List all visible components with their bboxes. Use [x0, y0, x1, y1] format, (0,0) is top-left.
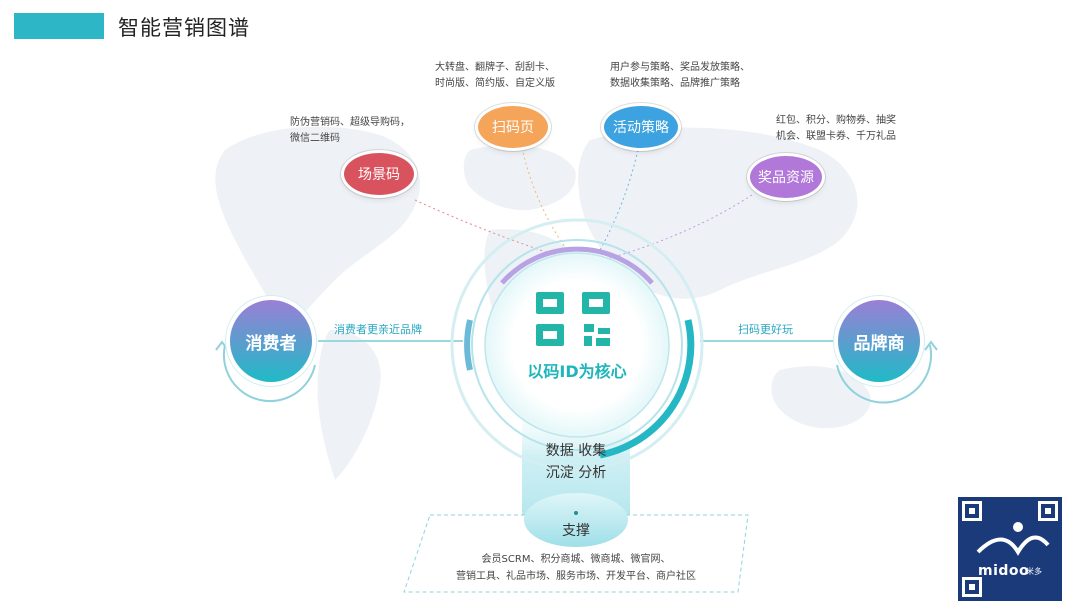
core-mid-ring — [471, 239, 683, 451]
pillar-line-1: 数据 收集 — [545, 443, 607, 459]
brand-arrow — [924, 340, 938, 351]
logo-text: midoo — [978, 563, 1030, 579]
core-left-arc — [464, 319, 473, 371]
node-scene-code: 场景码 — [344, 153, 414, 195]
support-dot — [574, 511, 578, 515]
map-europe — [463, 145, 576, 211]
support-platform — [403, 514, 749, 593]
logo-finder-top-left — [962, 501, 982, 521]
node-prize-resources-label: 奖品资源 — [758, 170, 814, 186]
node-scan-page: 扫码页 — [478, 106, 548, 148]
edge-label-consumer: 消费者更亲近品牌 — [334, 323, 422, 336]
logo-finder-bottom-left — [962, 577, 982, 597]
support-desc: 会员SCRM、积分商城、微商城、微官网、 营销工具、礼品市场、服务市场、开发平台… — [456, 554, 696, 582]
page-title: 智能营销图谱 — [118, 16, 250, 40]
node-campaign-strategy-label: 活动策略 — [613, 120, 669, 136]
core-label: 以码ID为核心 — [527, 362, 627, 381]
node-scan-page-label: 扫码页 — [492, 120, 534, 136]
map-south-america — [317, 330, 381, 480]
scene-code-desc: 防伪营销码、超级导购码， 微信二维码 — [290, 117, 410, 144]
scan-page-desc: 大转盘、翻牌子、刮刮卡、 时尚版、简约版、自定义版 — [435, 62, 555, 89]
consumer-arrow — [215, 340, 229, 351]
logo-swoosh-icon — [976, 522, 1050, 556]
map-australia — [771, 366, 871, 429]
node-consumer-label: 消费者 — [245, 333, 297, 354]
node-scene-code-label: 场景码 — [358, 167, 400, 183]
midoo-logo: midoo 米多 — [958, 497, 1062, 601]
prize-resources-desc: 红包、积分、购物券、抽奖 机会、联盟卡券、千万礼品 — [776, 115, 896, 142]
consumer-ring — [222, 344, 316, 403]
core-disc — [484, 252, 670, 438]
node-brand-label: 品牌商 — [853, 333, 905, 354]
logo-sub-text: 米多 — [1026, 567, 1042, 576]
pillar-line-2: 沉淀 分析 — [545, 465, 607, 481]
pillar-text: 数据 收集 沉淀 分析 — [526, 440, 626, 484]
node-brand: 品牌商 — [838, 300, 920, 382]
edge-label-brand: 扫码更好玩 — [738, 323, 793, 336]
connector-campaign — [599, 149, 639, 251]
connector-scene-code — [414, 199, 556, 256]
support-disc — [524, 493, 628, 547]
logo-finder-top-right — [1038, 501, 1058, 521]
connector-scan-page — [521, 147, 568, 251]
connector-prizes — [609, 194, 753, 259]
support-label: 支撑 — [562, 523, 590, 539]
header-accent-bar — [14, 13, 104, 39]
core-teal-arc — [599, 319, 695, 459]
node-prize-resources: 奖品资源 — [750, 156, 822, 198]
core-outer-ring — [450, 218, 704, 472]
brand-ring — [836, 344, 933, 404]
node-consumer: 消费者 — [230, 300, 312, 382]
campaign-strategy-desc: 用户参与策略、奖品发放策略、 数据收集策略、品牌推广策略 — [610, 62, 750, 89]
core-purple-arc — [500, 246, 654, 285]
node-campaign-strategy: 活动策略 — [604, 106, 678, 148]
